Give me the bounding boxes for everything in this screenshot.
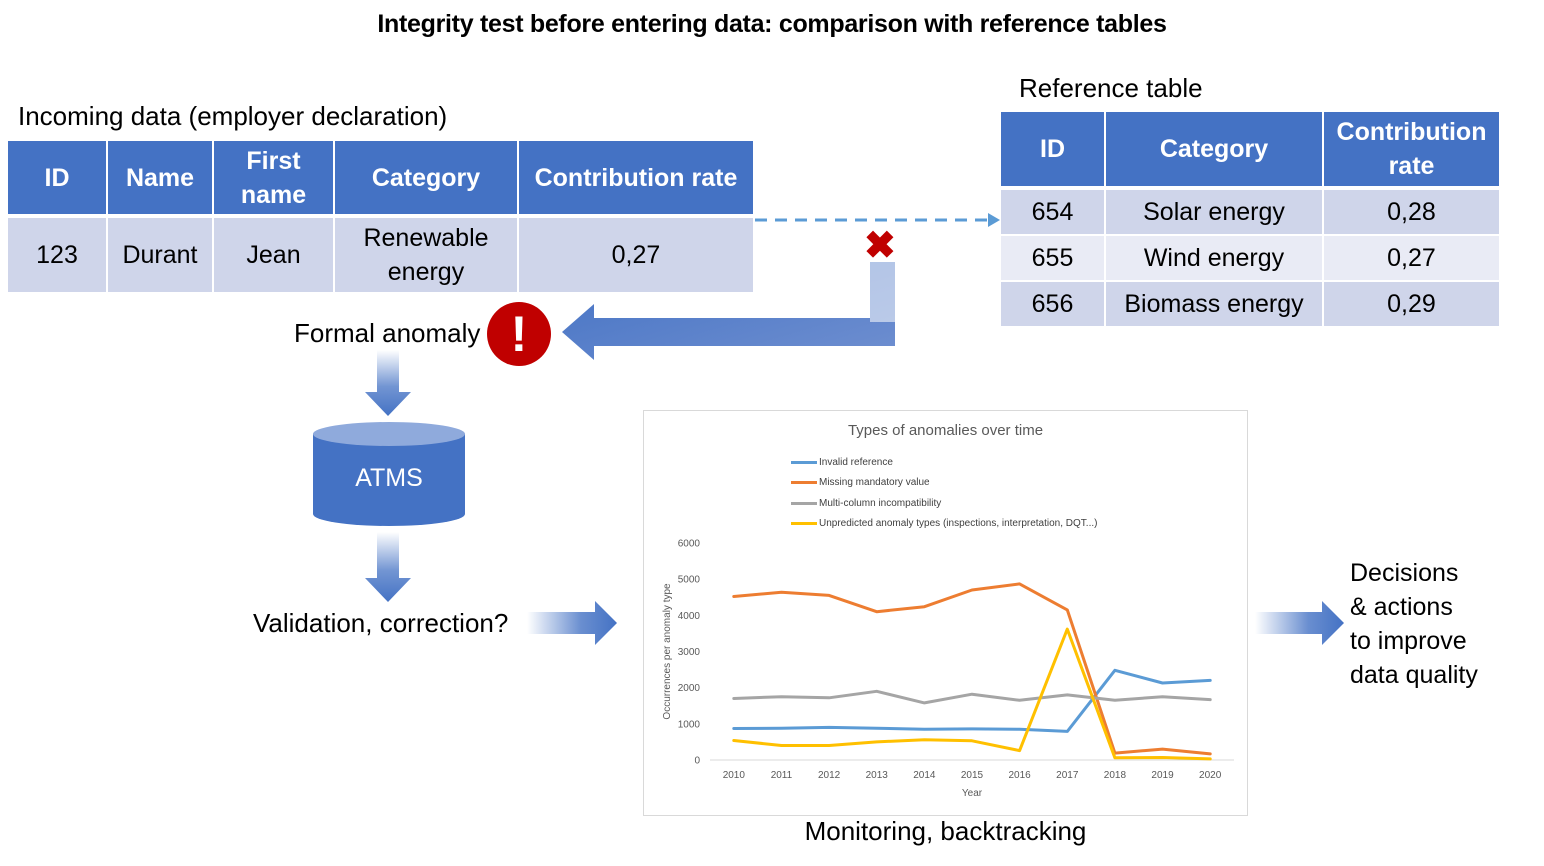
incoming-header-name: Name [108,141,214,218]
x-tick-label: 2020 [1199,770,1222,781]
reference-cell-rate: 0,27 [1324,236,1499,282]
y-axis-label: Occurrences per anomaly type [662,583,673,720]
mismatch-cross-icon: ✖ [864,225,896,267]
x-tick-label: 2018 [1104,770,1127,781]
x-tick-label: 2017 [1056,770,1079,781]
legend-swatch [791,460,817,464]
x-tick-label: 2016 [1009,770,1032,781]
x-tick-label: 2013 [866,770,889,781]
incoming-header-rate: Contribution rate [519,141,753,218]
y-tick-label: 2000 [678,683,701,694]
down-arrow-to-database [365,350,411,416]
y-tick-label: 6000 [678,539,701,550]
incoming-header-id: ID [8,141,108,218]
reference-cell-id: 655 [1001,236,1106,282]
incoming-cell-first-name: Jean [214,218,335,294]
legend-item: Invalid reference [791,452,1097,473]
arrow-to-decisions [1255,601,1344,645]
decisions-text: Decisions & actions to improve data qual… [1350,556,1478,692]
table-row: 123 Durant Jean Renewable energy 0,27 [8,218,753,294]
legend-label: Missing mandatory value [819,477,930,489]
x-tick-label: 2010 [723,770,746,781]
reference-header-rate: Contribution rate [1324,112,1499,190]
chart-legend: Invalid reference Missing mandatory valu… [791,452,1097,534]
x-tick-label: 2019 [1151,770,1174,781]
y-tick-label: 1000 [678,719,701,730]
incoming-cell-category: Renewable energy [335,218,519,294]
x-axis-label: Year [962,788,983,799]
monitoring-label: Monitoring, backtracking [804,816,1087,846]
decisions-line: & actions [1350,593,1453,621]
line-chart: 0 1000 2000 3000 4000 5000 6000 2010 2011 2012 201… [662,539,1234,799]
legend-swatch [791,501,817,505]
incoming-table-caption: Incoming data (employer declaration) [18,101,448,131]
legend-item: Unpredicted anomaly types (inspections, … [791,514,1097,535]
incoming-data-table: ID Name First name Category Contribution… [8,141,753,294]
chart-title: Types of anomalies over time [847,422,1044,439]
reference-cell-category: Wind energy [1106,236,1324,282]
series-line-1 [732,668,1212,733]
incoming-cell-name: Durant [108,218,214,294]
legend-item: Missing mandatory value [791,473,1097,494]
legend-swatch [791,481,817,485]
table-row: 656 Biomass energy 0,29 [1001,282,1499,328]
reference-header-category: Category [1106,112,1324,190]
reference-header-row: ID Category Contribution rate [1001,112,1499,190]
formal-anomaly-label: Formal anomaly [294,318,481,348]
x-tick-label: 2012 [818,770,841,781]
reference-cell-category: Solar energy [1106,190,1324,236]
y-tick-label: 4000 [678,611,701,622]
table-row: 655 Wind energy 0,27 [1001,236,1499,282]
decisions-line: data quality [1350,661,1478,689]
y-tick-label: 5000 [678,575,701,586]
reference-cell-id: 654 [1001,190,1106,236]
incoming-header-row: ID Name First name Category Contribution… [8,141,753,218]
incoming-header-first-name: First name [214,141,335,218]
series-line-3 [732,689,1212,705]
series-line-4 [732,627,1212,761]
reference-header-id: ID [1001,112,1106,190]
y-tick-label: 3000 [678,647,701,658]
down-arrow-to-validation [365,532,411,602]
y-tick-label: 0 [694,756,700,767]
reference-table-caption: Reference table [1019,73,1203,103]
legend-item: Multi-column incompatibility [791,493,1097,514]
series-line-2 [732,582,1212,756]
page-title: Integrity test before entering data: com… [377,10,1167,38]
incoming-cell-id: 123 [8,218,108,294]
legend-label: Invalid reference [819,456,893,468]
legend-label: Multi-column incompatibility [819,497,942,509]
incoming-header-category: Category [335,141,519,218]
reference-cell-id: 656 [1001,282,1106,328]
legend-swatch [791,522,817,526]
decisions-line: to improve [1350,627,1467,655]
arrow-to-monitoring [527,601,617,645]
incoming-cell-rate: 0,27 [519,218,753,294]
database-icon [313,422,465,526]
return-arrow-fade [870,262,895,322]
reference-cell-category: Biomass energy [1106,282,1324,328]
dashed-comparison-arrow [755,213,1000,227]
database-label: ATMS [355,464,423,492]
decisions-line: Decisions [1350,559,1459,587]
reference-cell-rate: 0,28 [1324,190,1499,236]
chart-frame [643,410,1248,816]
return-elbow-arrow [562,262,895,360]
validation-label: Validation, correction? [253,608,509,638]
x-tick-label: 2011 [771,770,793,781]
table-row: 654 Solar energy 0,28 [1001,190,1499,236]
x-tick-label: 2014 [913,770,936,781]
legend-label: Unpredicted anomaly types (inspections, … [819,518,1098,530]
alert-icon: ! [487,302,551,366]
reference-table: ID Category Contribution rate 654 Solar … [1001,112,1499,328]
x-tick-label: 2015 [961,770,984,781]
reference-cell-rate: 0,29 [1324,282,1499,328]
